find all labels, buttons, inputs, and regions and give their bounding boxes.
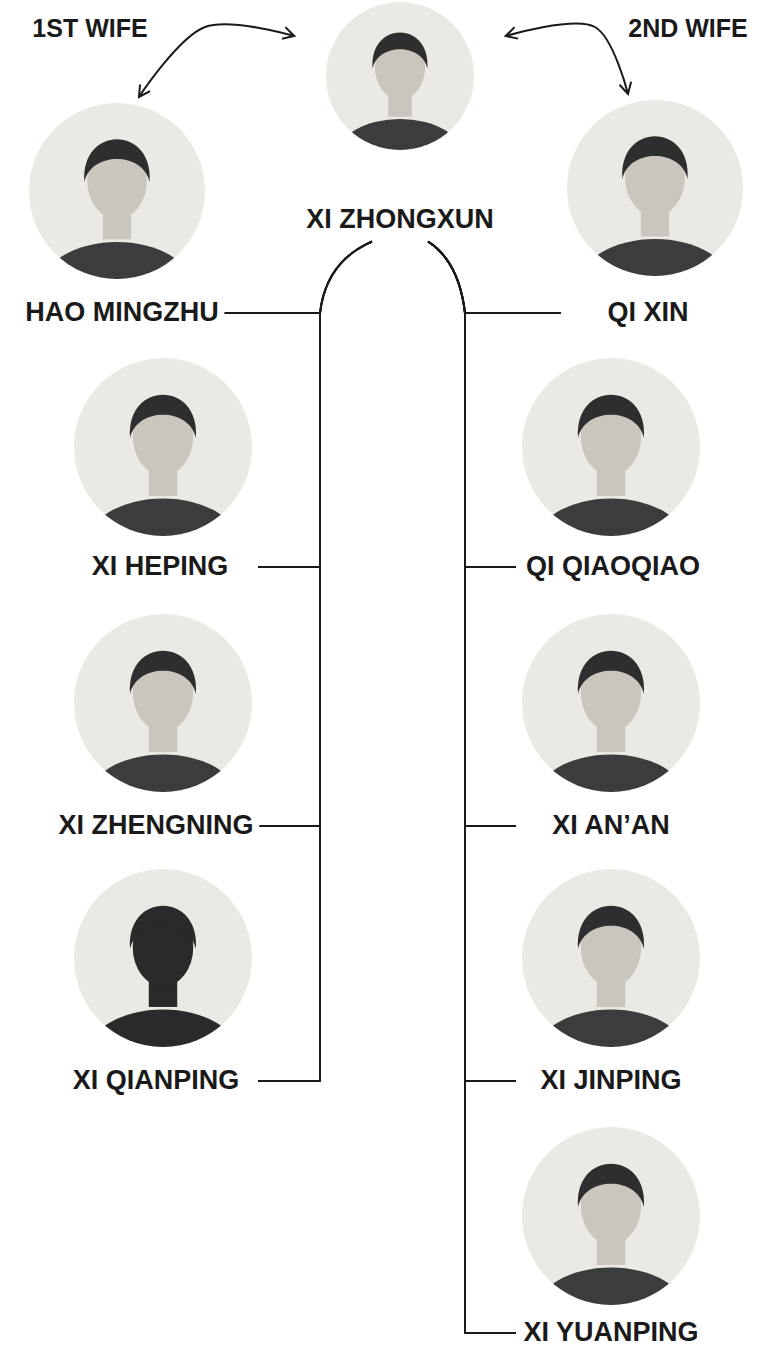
portrait [337, 33, 463, 150]
person-name: XI AN’AN [552, 810, 670, 841]
descent-line [258, 242, 372, 1081]
shoulders [580, 239, 730, 276]
portrait [535, 395, 686, 536]
person-node: XI JINPING [520, 869, 702, 1097]
person-node: XI HEPING [72, 358, 254, 583]
portrait-circle [74, 358, 252, 536]
descent-line [428, 242, 516, 1333]
portrait-circle [74, 614, 252, 792]
shoulders [535, 755, 686, 792]
person-name: XI ZHENGNING [58, 810, 253, 841]
portrait-circle [74, 869, 252, 1047]
shoulders [535, 1268, 686, 1305]
hair [130, 651, 196, 694]
portrait [87, 651, 238, 792]
portrait [87, 906, 238, 1047]
shoulders [337, 119, 463, 150]
hair [578, 395, 644, 438]
person-name: HAO MINGZHU [25, 297, 218, 328]
portrait-circle [522, 358, 700, 536]
hair [130, 395, 196, 438]
portrait [87, 395, 238, 536]
person-name: QI XIN [607, 297, 688, 328]
person-name: XI YUANPING [523, 1317, 698, 1348]
person-name: XI QIANPING [73, 1065, 240, 1096]
hair [372, 33, 427, 69]
person-node: XI AN’AN [520, 614, 702, 842]
person-name: XI JINPING [540, 1065, 681, 1096]
person-node: XI ZHONGXUN [304, 2, 496, 236]
hair [84, 139, 149, 182]
spouse-label: 1ST WIFE [32, 14, 147, 43]
person-node: XI YUANPING [520, 1127, 702, 1349]
person-node: QI QIAOQIAO [520, 358, 702, 583]
person-node: XI ZHENGNING [56, 614, 255, 842]
portrait [580, 136, 730, 276]
portrait [535, 651, 686, 792]
portrait-circle [522, 869, 700, 1047]
shoulders [87, 499, 238, 536]
hair [578, 651, 644, 694]
portrait [535, 906, 686, 1047]
hair [130, 906, 196, 949]
person-node: XI QIANPING [71, 869, 254, 1097]
portrait [42, 139, 192, 279]
descent-line [428, 242, 516, 567]
shoulders [535, 499, 686, 536]
shoulders [87, 1010, 238, 1047]
portrait-circle [522, 1127, 700, 1305]
person-name: XI ZHONGXUN [306, 204, 494, 235]
person-node: HAO MINGZHU [23, 103, 220, 329]
person-name: XI HEPING [92, 551, 229, 582]
portrait-circle [29, 103, 205, 279]
hair [578, 906, 644, 949]
spouse-arrow [506, 24, 628, 94]
portrait-circle [522, 614, 700, 792]
descent-line [260, 242, 373, 826]
descent-line [428, 242, 516, 826]
shoulders [87, 755, 238, 792]
person-node: QI XIN [565, 100, 745, 329]
shoulders [535, 1010, 686, 1047]
descent-line [428, 242, 516, 1081]
shoulders [42, 242, 192, 279]
spouse-label: 2ND WIFE [628, 14, 747, 43]
spouse-arrow [139, 24, 294, 97]
person-name: QI QIAOQIAO [526, 551, 700, 582]
portrait-circle [326, 2, 474, 150]
hair [622, 136, 687, 179]
portrait [535, 1164, 686, 1305]
hair [578, 1164, 644, 1207]
portrait-circle [567, 100, 743, 276]
descent-line [258, 242, 372, 567]
